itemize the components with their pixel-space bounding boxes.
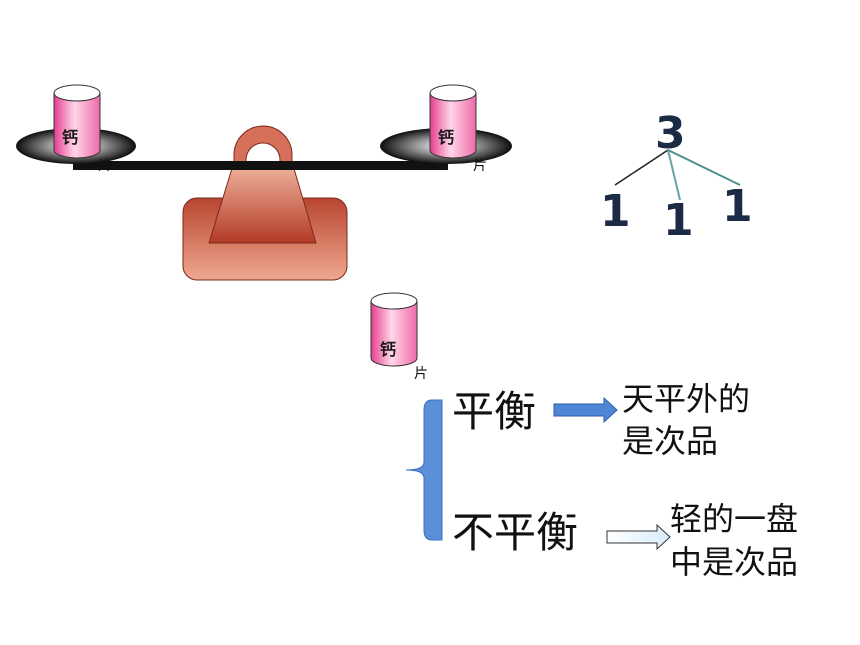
extra-cup-label: 钙 xyxy=(380,340,396,359)
outcome-balanced-result-line2: 是次品 xyxy=(622,422,718,460)
tree-leaf-1: 1 xyxy=(600,186,631,237)
tree-branch-middle xyxy=(667,149,681,201)
left-cup-label: 钙 xyxy=(62,128,78,147)
tree-branch-left xyxy=(614,149,669,186)
tree-leaf-3: 1 xyxy=(722,181,753,232)
tree-root: 3 xyxy=(655,108,686,159)
right-cup-label: 钙 xyxy=(438,128,454,147)
scale-pivot xyxy=(233,125,293,164)
outcome-unbalanced-result-line1: 轻的一盘 xyxy=(670,500,798,538)
right-cup-suffix: 片 xyxy=(473,158,487,174)
scale-pillar xyxy=(208,161,317,244)
tree-leaf-2: 1 xyxy=(663,195,694,246)
left-cup: 钙 xyxy=(53,84,101,159)
outcome-brace xyxy=(405,399,443,541)
outcome-unbalanced-arrow xyxy=(606,523,671,551)
left-cup-suffix: 片 xyxy=(98,158,112,174)
scale-beam xyxy=(73,161,448,170)
tree-branch-right xyxy=(667,149,741,186)
outcome-balanced-label: 平衡 xyxy=(452,387,536,436)
split-tree: 3 1 1 1 xyxy=(600,108,753,246)
outcome-balanced-result-line1: 天平外的 xyxy=(622,380,750,418)
right-cup: 钙 xyxy=(429,84,477,159)
outcome-unbalanced-label: 不平衡 xyxy=(452,508,578,557)
outcome-balanced-arrow xyxy=(553,396,618,424)
extra-cup: 钙 xyxy=(370,292,418,367)
extra-cup-suffix: 片 xyxy=(414,366,428,382)
outcome-unbalanced-result-line2: 中是次品 xyxy=(670,543,798,581)
